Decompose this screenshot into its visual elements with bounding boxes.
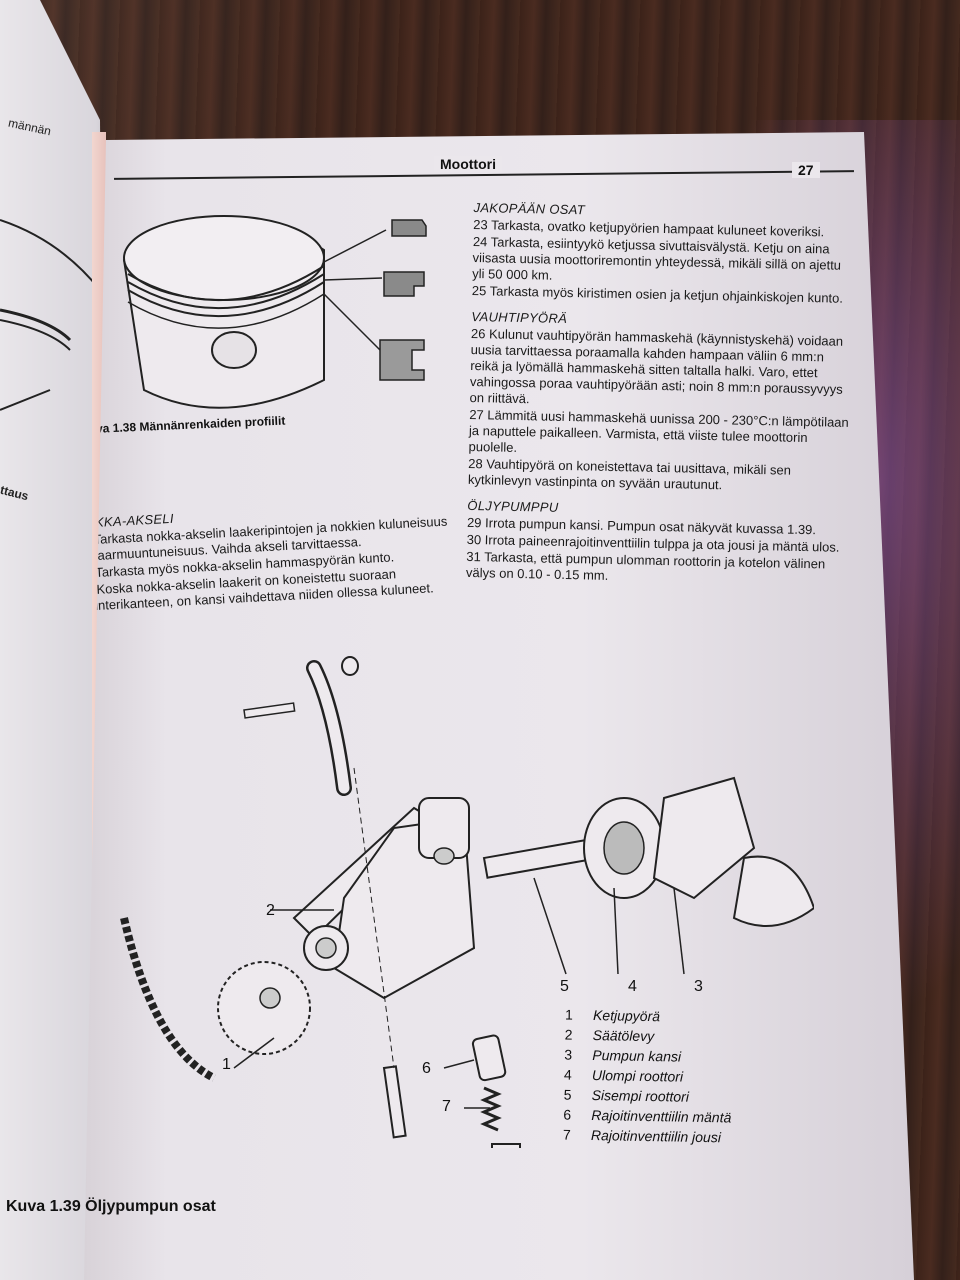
callout-5: 5 — [560, 978, 569, 995]
paragraph: 24 Tarkasta, esiintyykö ketjussa sivutta… — [472, 233, 842, 283]
left-page-fragment: männän — [7, 115, 53, 139]
left-text-column: NOKKA-AKSELI 20 Tarkasta nokka-akselin l… — [84, 486, 459, 616]
callout-3: 3 — [694, 978, 703, 995]
piston-ring-profiles-drawing — [122, 215, 427, 409]
page-number: 27 — [792, 162, 820, 178]
callout-2: 2 — [266, 902, 275, 919]
paragraph: 26 Kulunut vauhtipyörän hammaskehä (käyn… — [469, 325, 844, 407]
paragraph: 28 Vauhtipyörä on koneistettava tai uusi… — [467, 455, 792, 493]
section-vauhtipyora: VAUHTIPYÖRÄ 26 Kulunut vauhtipyörän hamm… — [468, 309, 852, 496]
callout-4: 4 — [628, 978, 637, 995]
left-page-piston-drawing — [0, 219, 101, 411]
section-nokka-akseli: NOKKA-AKSELI 20 Tarkasta nokka-akselin l… — [84, 496, 459, 615]
section-oljypumppu: ÖLJYPUMPPU 29 Irrota pumpun kansi. Pumpu… — [466, 498, 848, 589]
callout-7: 7 — [442, 1098, 451, 1115]
oil-pump-exploded-drawing — [120, 656, 814, 1148]
paragraph: 31 Tarkasta, että pumpun ulomman roottor… — [465, 548, 826, 583]
book-page: Moottori 27 Kuva 1.38 Männänrenkaiden pr… — [84, 132, 914, 1280]
callout-1: 1 — [222, 1056, 231, 1073]
running-header-title: Moottori — [434, 156, 502, 172]
callout-6: 6 — [422, 1060, 431, 1077]
figure-1-39-caption: Kuva 1.39 Öljypumpun osat — [6, 1198, 216, 1215]
section-jakopaan-osat: JAKOPÄÄN OSAT 23 Tarkasta, ovatko ketjup… — [472, 200, 854, 307]
right-text-column: JAKOPÄÄN OSAT 23 Tarkasta, ovatko ketjup… — [466, 190, 854, 590]
paragraph: 27 Lämmitä uusi hammaskehä uunissa 200 -… — [468, 406, 849, 455]
